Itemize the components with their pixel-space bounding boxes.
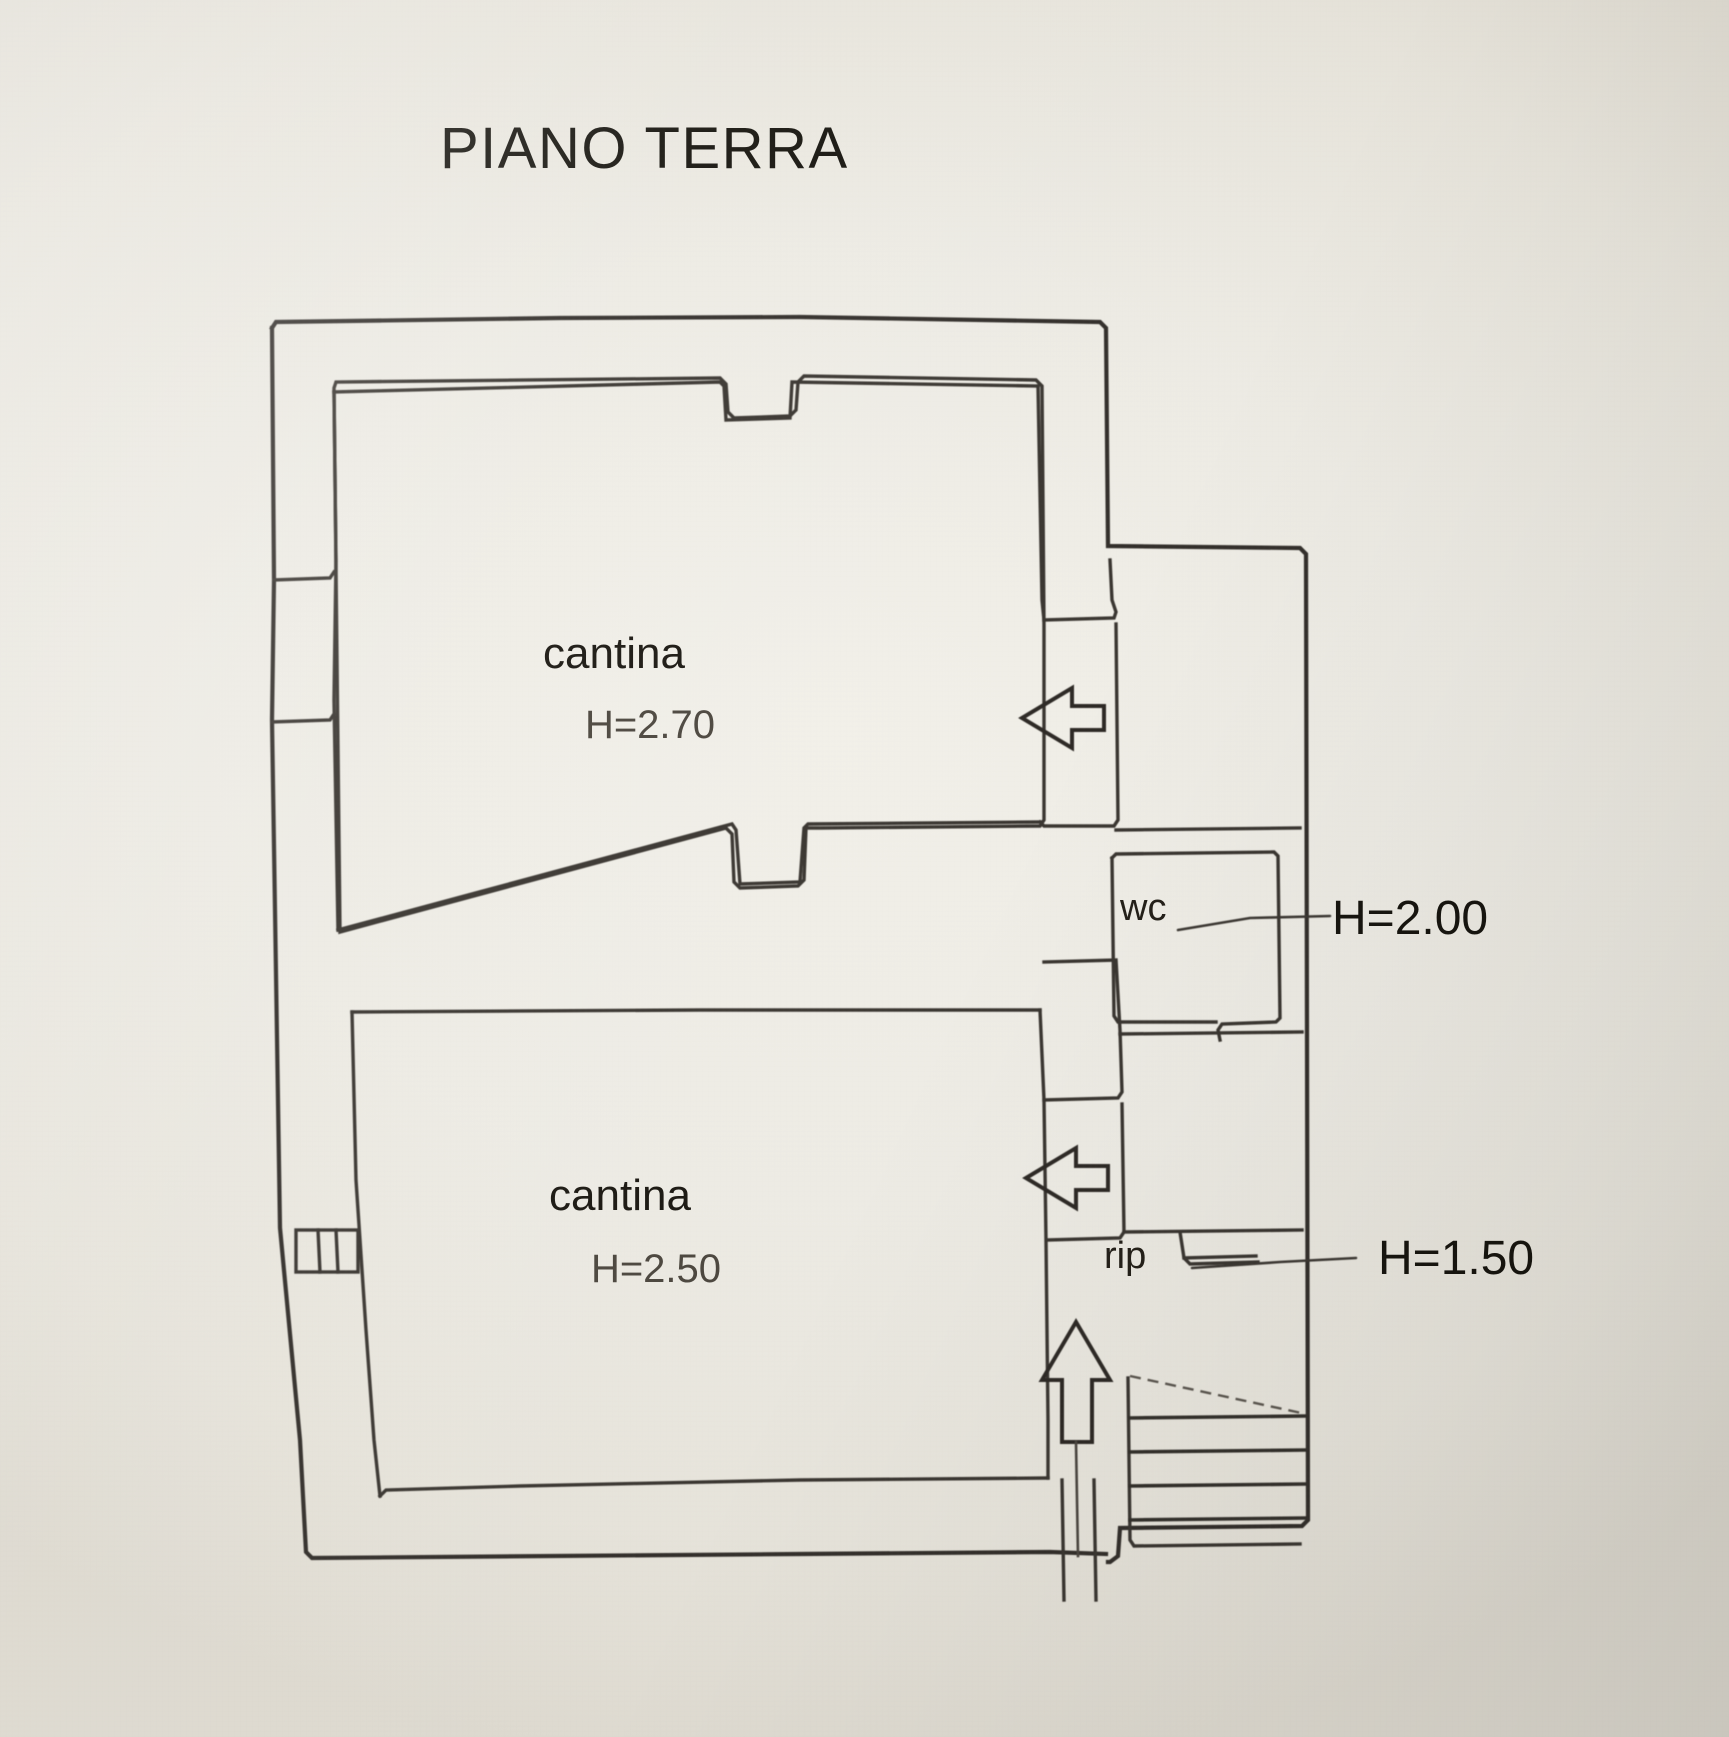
door-jamb-right xyxy=(1092,1478,1098,1602)
stair-tread xyxy=(1127,1516,1307,1522)
wc-room-left-wall xyxy=(1110,856,1218,1024)
cantina-lower-left-wall xyxy=(350,1010,382,1498)
leader-line-wc xyxy=(1176,914,1332,932)
shaft-divider-low xyxy=(1122,1228,1304,1234)
stair-break-line xyxy=(1129,1374,1307,1416)
room-height-cantina-upper: H=2.70 xyxy=(585,703,715,747)
room-label-cantina-upper: cantina xyxy=(543,629,685,678)
door-jamb-left xyxy=(1060,1478,1066,1602)
cantina-upper-left-wall xyxy=(332,390,340,932)
cantina-upper-right-wall xyxy=(1036,384,1046,622)
stair-tread xyxy=(1127,1448,1307,1454)
room-label-wc: wc xyxy=(1119,887,1166,929)
callout-height-rip: H=1.50 xyxy=(1378,1232,1534,1285)
up-arrow-icon xyxy=(1038,1318,1114,1444)
left-arrow-icon-upper xyxy=(1018,684,1106,752)
cantina-lower-bottom-wall xyxy=(377,1476,1050,1499)
stair-tread xyxy=(1127,1482,1307,1488)
cantina-lower-top-wall xyxy=(350,1008,1042,1014)
wall-niche-left-lower xyxy=(270,711,337,724)
left-arrow-icon-lower xyxy=(1022,1144,1110,1212)
room-height-cantina-lower: H=2.50 xyxy=(591,1247,721,1291)
outer-left-wall xyxy=(269,325,1109,1561)
wall-niche-upper-left xyxy=(272,569,337,582)
shaft-divider-mid xyxy=(1118,1030,1304,1036)
stair-center-line xyxy=(1074,1440,1080,1558)
leader-line-rip xyxy=(1190,1256,1358,1270)
rip-step-ledge xyxy=(1182,1254,1258,1260)
stair-tread xyxy=(1127,1414,1307,1420)
corridor-lower-jog xyxy=(1037,622,1120,828)
window-icon xyxy=(294,1228,360,1274)
cantina-lower-right-wall xyxy=(1038,1008,1050,1480)
corridor-wall-lower xyxy=(1042,958,1124,1102)
cantina-upper-bottom-wall xyxy=(335,820,1042,933)
page-title: PIANO TERRA xyxy=(440,116,849,181)
callout-height-wc: H=2.00 xyxy=(1332,892,1488,945)
corridor-wall-lower-2 xyxy=(1046,1102,1126,1242)
shaft-divider-top xyxy=(1114,826,1302,832)
corridor-upper-jog xyxy=(1042,558,1118,622)
outer-perimeter-wall xyxy=(269,314,1311,1565)
cantina-upper-top-wall xyxy=(332,380,1040,422)
room-label-rip: rip xyxy=(1104,1235,1146,1277)
rip-step-outline xyxy=(1178,1230,1260,1266)
room-wall-cantina-upper xyxy=(332,374,1046,935)
wc-room-outline xyxy=(1109,850,1282,1043)
room-label-cantina-lower: cantina xyxy=(549,1171,691,1220)
stair-shaft-left-wall xyxy=(1126,1376,1302,1548)
